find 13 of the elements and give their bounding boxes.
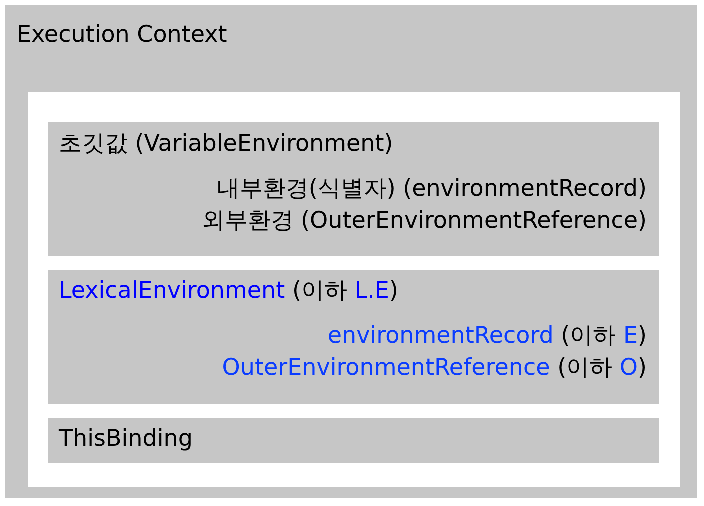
entry-line: OuterEnvironmentReference (이하 O)	[222, 354, 647, 382]
section-heading: ThisBinding	[59, 425, 193, 453]
inner-panel	[28, 92, 680, 487]
context-box	[5, 5, 697, 498]
entry-line: 외부환경 (OuterEnvironmentReference)	[202, 207, 647, 235]
section-heading: LexicalEnvironment (이하 L.E)	[59, 277, 398, 305]
section-heading: 초깃값 (VariableEnvironment)	[59, 130, 394, 158]
entry-line: 내부환경(식별자) (environmentRecord)	[216, 175, 647, 203]
entry-line: environmentRecord (이하 E)	[328, 322, 647, 350]
section-box	[48, 122, 659, 256]
section-box	[48, 418, 659, 463]
box-heading: Execution Context	[17, 21, 228, 49]
section-box	[48, 270, 659, 404]
